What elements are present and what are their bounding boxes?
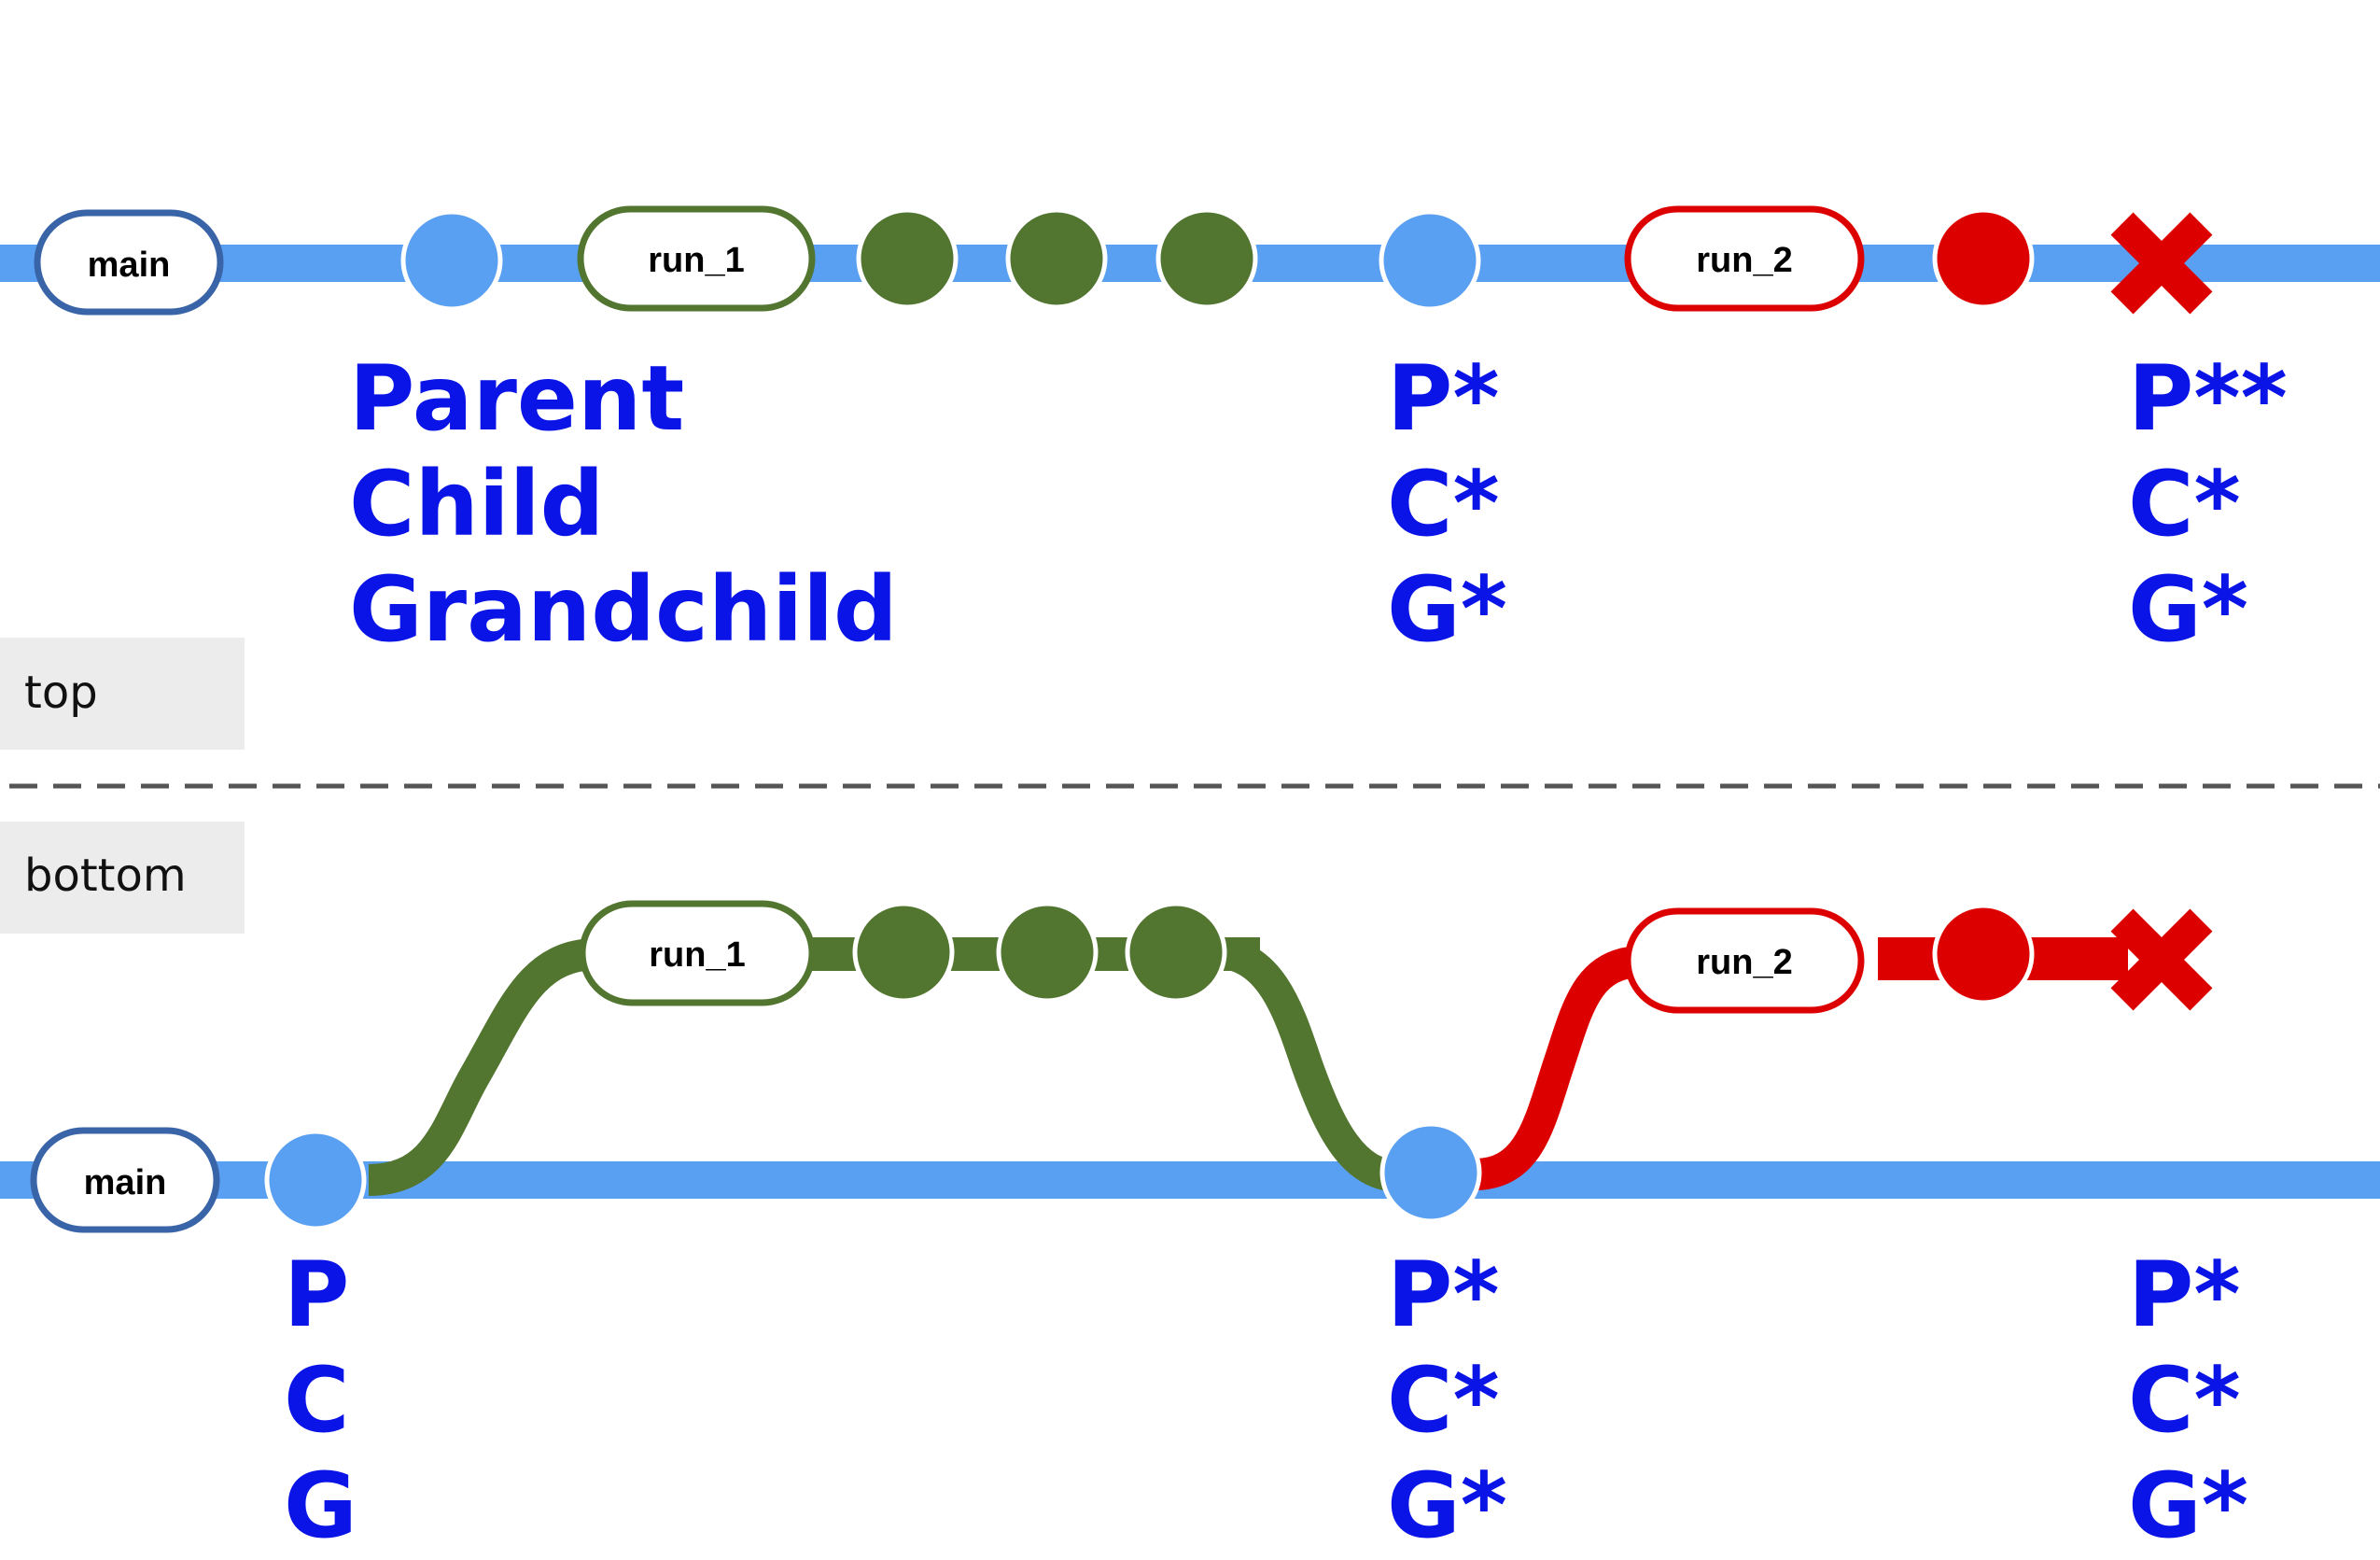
bottom-run2-label: run_2 <box>1696 943 1792 982</box>
bottom-section-tag: bottom <box>0 822 245 934</box>
bottom-state-3-child: C* <box>2128 1348 2241 1453</box>
bottom-commit-merge-icon <box>1379 1121 1482 1224</box>
bottom-run2-pill: run_2 <box>1624 907 1865 1014</box>
bottom-failure-x-icon <box>2110 908 2213 1011</box>
top-state-3: P** C* G* <box>2128 346 2288 662</box>
top-commit-merge-icon <box>1379 209 1481 312</box>
top-state-3-parent: P** <box>2128 346 2288 451</box>
bottom-state-1-grandchild: G <box>284 1454 357 1558</box>
top-run2-label: run_2 <box>1696 241 1792 280</box>
bottom-state-3-grandchild: G* <box>2128 1454 2248 1558</box>
top-state-2: P* C* G* <box>1387 346 1507 662</box>
bottom-run2-commit-icon <box>1932 903 2035 1005</box>
bottom-main-pill: main <box>30 1127 220 1233</box>
bottom-run1-commit-2-icon <box>996 901 1099 1004</box>
top-state-3-grandchild: G* <box>2128 557 2248 662</box>
bottom-state-1: P C G <box>284 1243 357 1558</box>
top-run2-pill: run_2 <box>1624 205 1865 312</box>
top-run2-commit-icon <box>1932 207 2035 310</box>
top-diagram: main run_1 run_2 Parent Child <box>0 205 2380 750</box>
top-state-3-child: C* <box>2128 452 2241 556</box>
bottom-run2-connector-2 <box>2016 937 2128 980</box>
bottom-run1-label: run_1 <box>649 935 745 975</box>
bottom-run1-branch-in <box>1211 936 1402 1192</box>
bottom-run2-connector-1 <box>1878 937 1943 980</box>
top-state-1-child: Child <box>349 452 604 556</box>
top-state-2-parent: P* <box>1387 346 1500 451</box>
top-run1-label: run_1 <box>648 241 744 280</box>
bottom-state-2-parent: P* <box>1387 1243 1500 1347</box>
top-failure-x-icon <box>2110 212 2213 315</box>
top-main-pill: main <box>34 209 224 316</box>
bottom-section-label: bottom <box>24 850 187 902</box>
bottom-state-3: P* C* G* <box>2128 1243 2248 1558</box>
top-state-1: Parent Child Grandchild <box>349 346 898 662</box>
bottom-run1-branch-out <box>368 938 598 1196</box>
top-state-1-parent: Parent <box>349 346 684 451</box>
top-section-label: top <box>24 667 98 719</box>
bottom-state-2: P* C* G* <box>1387 1243 1507 1558</box>
top-run1-pill: run_1 <box>577 205 816 312</box>
bottom-state-1-child: C <box>284 1348 349 1453</box>
bottom-diagram: bottom main run_1 run_2 <box>0 822 2380 1558</box>
top-state-2-grandchild: G* <box>1387 557 1507 662</box>
bottom-run2-branch-out <box>1473 946 1644 1190</box>
bottom-state-1-parent: P <box>284 1243 349 1347</box>
bottom-state-2-child: C* <box>1387 1348 1500 1453</box>
top-state-2-child: C* <box>1387 452 1500 556</box>
bottom-run1-commit-3-icon <box>1125 901 1227 1004</box>
top-state-1-grandchild: Grandchild <box>349 557 898 662</box>
bottom-state-2-grandchild: G* <box>1387 1454 1507 1558</box>
top-run1-commit-2-icon <box>1005 207 1108 310</box>
top-main-label: main <box>88 246 171 285</box>
bottom-run1-pill: run_1 <box>579 900 816 1006</box>
top-commit-parent-icon <box>400 209 503 312</box>
bottom-commit-parent-icon <box>264 1129 367 1231</box>
bottom-run1-commit-1-icon <box>852 901 955 1004</box>
top-run1-commit-3-icon <box>1155 207 1258 310</box>
bottom-main-label: main <box>84 1163 167 1202</box>
top-run1-commit-1-icon <box>856 207 959 310</box>
top-section-tag: top <box>0 638 245 750</box>
bottom-state-3-parent: P* <box>2128 1243 2241 1347</box>
